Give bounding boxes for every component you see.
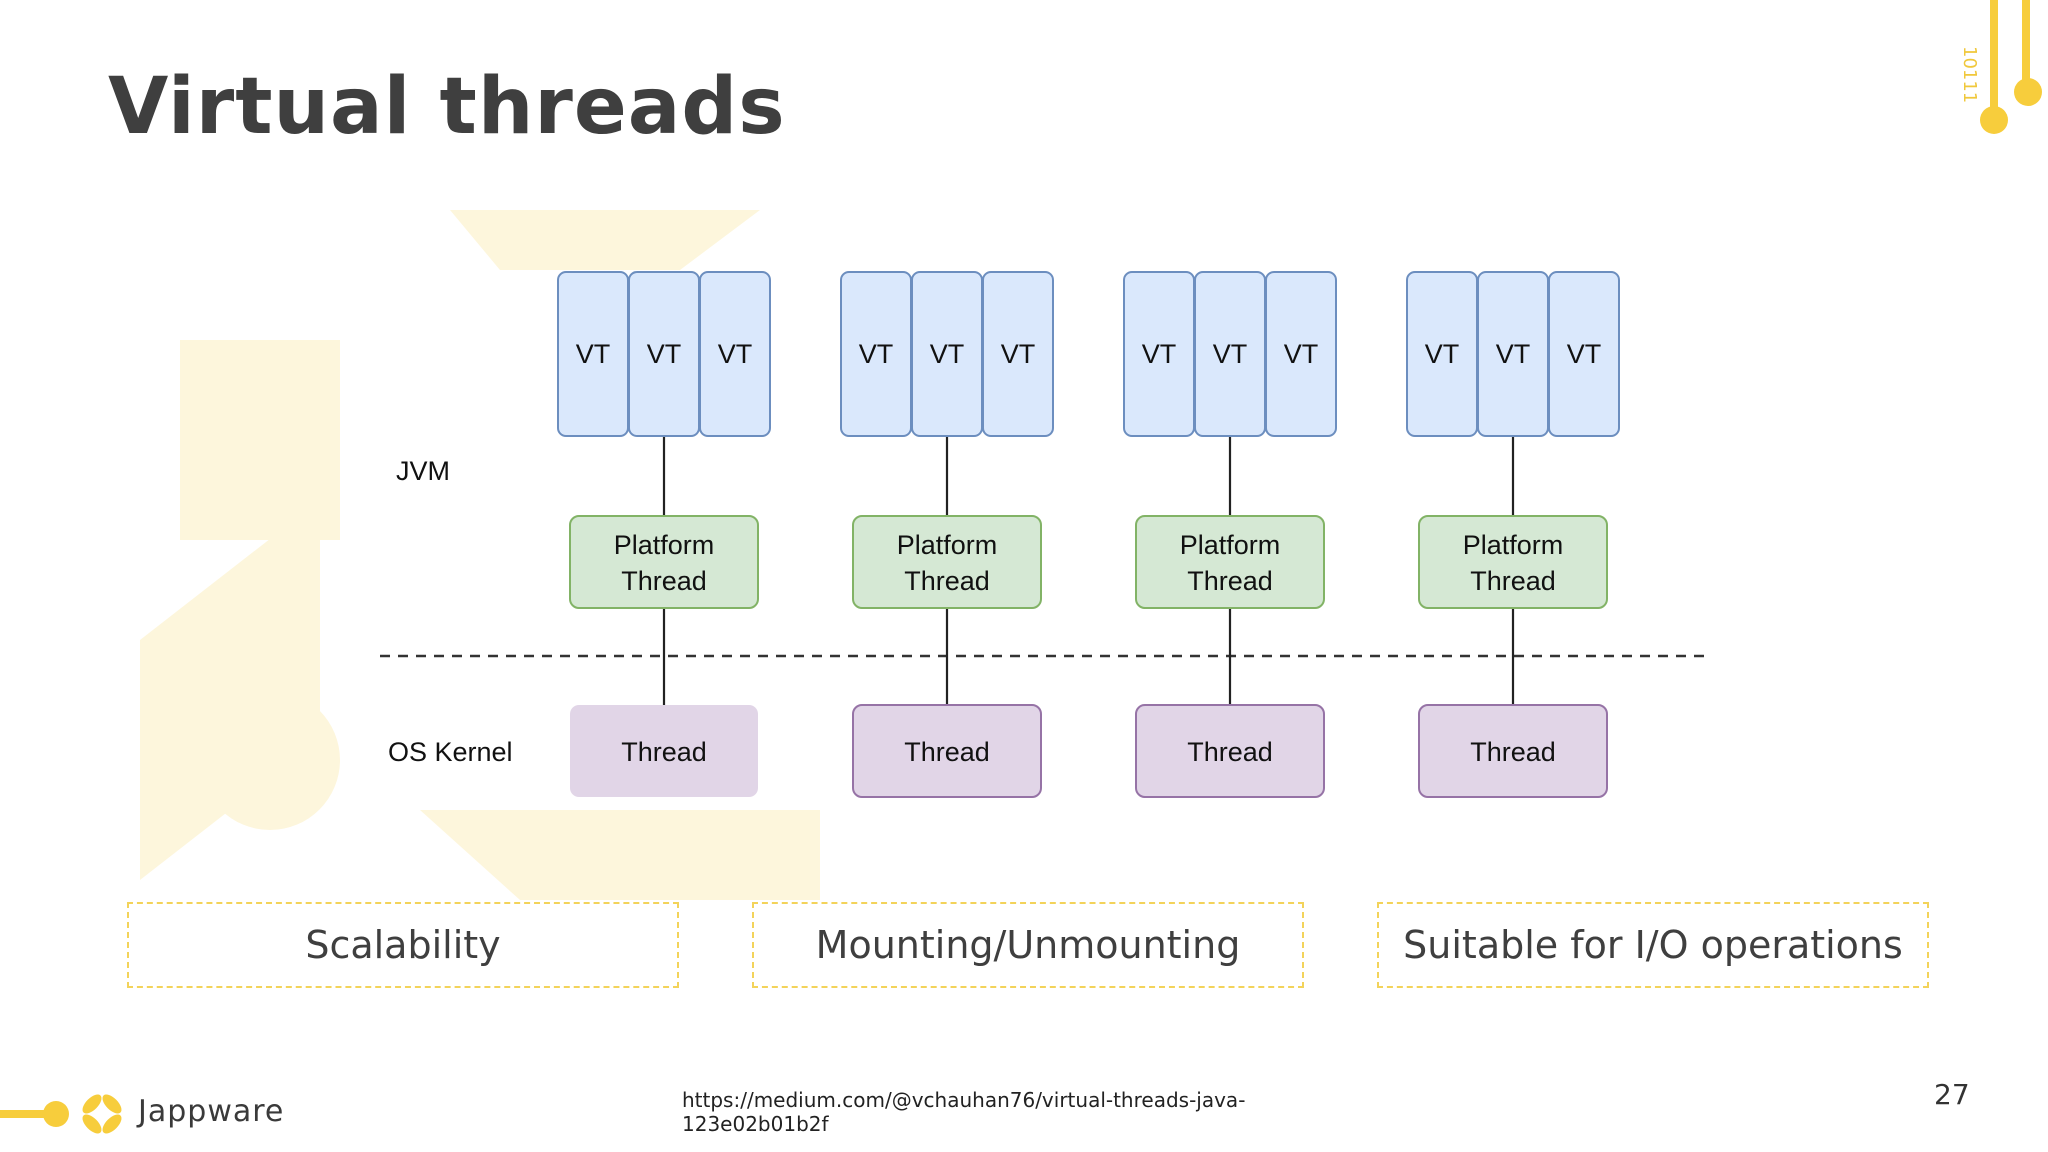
platform-thread-label: Thread — [621, 566, 707, 596]
circuit-decoration: 10111 — [1959, 0, 2042, 134]
virtual-thread-label: VT — [930, 339, 965, 369]
os-kernel-label: OS Kernel — [388, 737, 513, 767]
platform-thread-label: Thread — [904, 566, 990, 596]
platform-thread-box — [1135, 515, 1325, 609]
page-number: 27 — [1934, 1078, 1970, 1111]
jappware-icon — [82, 1094, 122, 1134]
os-thread-box — [1135, 704, 1325, 798]
virtual-thread-label: VT — [647, 339, 682, 369]
background-watermark — [140, 210, 820, 900]
os-thread-label: Thread — [904, 737, 990, 767]
platform-thread-box — [852, 515, 1042, 609]
virtual-thread-label: VT — [1001, 339, 1036, 369]
brand-name: Jappware — [138, 1094, 285, 1129]
jvm-label: JVM — [396, 456, 450, 486]
virtual-thread-label: VT — [1567, 339, 1602, 369]
platform-thread-label: Thread — [1187, 566, 1273, 596]
virtual-thread-label: VT — [1142, 339, 1177, 369]
os-thread-label: Thread — [1187, 737, 1273, 767]
feature-scalability: Scalability — [127, 902, 679, 988]
virtual-thread-label: VT — [1496, 339, 1531, 369]
platform-thread-label: Platform — [897, 530, 998, 560]
source-link[interactable]: https://medium.com/@vchauhan76/virtual-t… — [682, 1088, 1246, 1136]
virtual-thread-label: VT — [576, 339, 611, 369]
os-thread-label: Thread — [621, 737, 707, 767]
platform-thread-label: Platform — [1463, 530, 1564, 560]
os-thread-box — [570, 705, 758, 797]
os-thread-box — [852, 704, 1042, 798]
slide-title: Virtual threads — [108, 62, 786, 152]
virtual-thread-box — [699, 271, 771, 437]
platform-thread-label: Thread — [1470, 566, 1556, 596]
platform-thread-label: Platform — [1180, 530, 1281, 560]
platform-thread-box — [1418, 515, 1608, 609]
virtual-thread-label: VT — [1213, 339, 1248, 369]
platform-thread-box — [569, 515, 759, 609]
virtual-thread-box — [1265, 271, 1337, 437]
os-thread-box — [1418, 704, 1608, 798]
jappware-logo — [0, 1094, 122, 1134]
platform-thread-label: Platform — [614, 530, 715, 560]
virtual-thread-box — [982, 271, 1054, 437]
feature-mounting-unmounting: Mounting/Unmounting — [752, 902, 1304, 988]
os-thread-label: Thread — [1470, 737, 1556, 767]
decor-code-text: 10111 — [1959, 46, 1980, 103]
virtual-thread-box — [1548, 271, 1620, 437]
virtual-thread-label: VT — [1284, 339, 1319, 369]
virtual-thread-label: VT — [718, 339, 753, 369]
virtual-thread-label: VT — [1425, 339, 1460, 369]
virtual-thread-label: VT — [859, 339, 894, 369]
feature-io-operations: Suitable for I/O operations — [1377, 902, 1929, 988]
